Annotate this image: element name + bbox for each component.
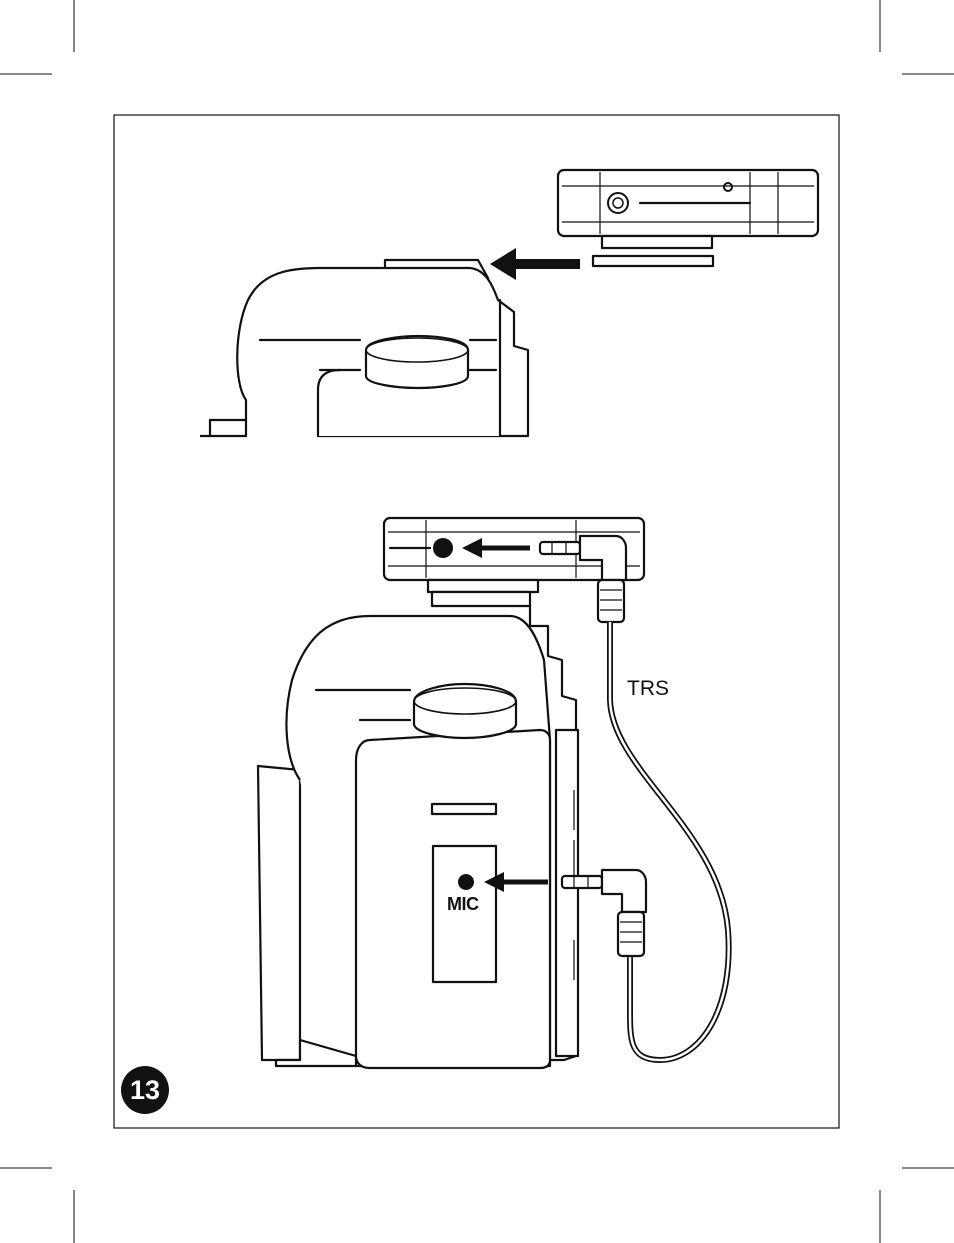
mic-input-jack-icon bbox=[433, 538, 453, 558]
camera-body-bottom bbox=[258, 606, 578, 1068]
microphone-unit-top bbox=[558, 170, 818, 266]
cable-label: TRS bbox=[627, 677, 669, 701]
camera-body-top bbox=[200, 260, 528, 436]
port-label: MIC bbox=[447, 894, 479, 915]
figure-number: 13 bbox=[121, 1075, 169, 1106]
mic-port-icon bbox=[458, 874, 474, 890]
arrow-left-icon bbox=[490, 248, 580, 280]
